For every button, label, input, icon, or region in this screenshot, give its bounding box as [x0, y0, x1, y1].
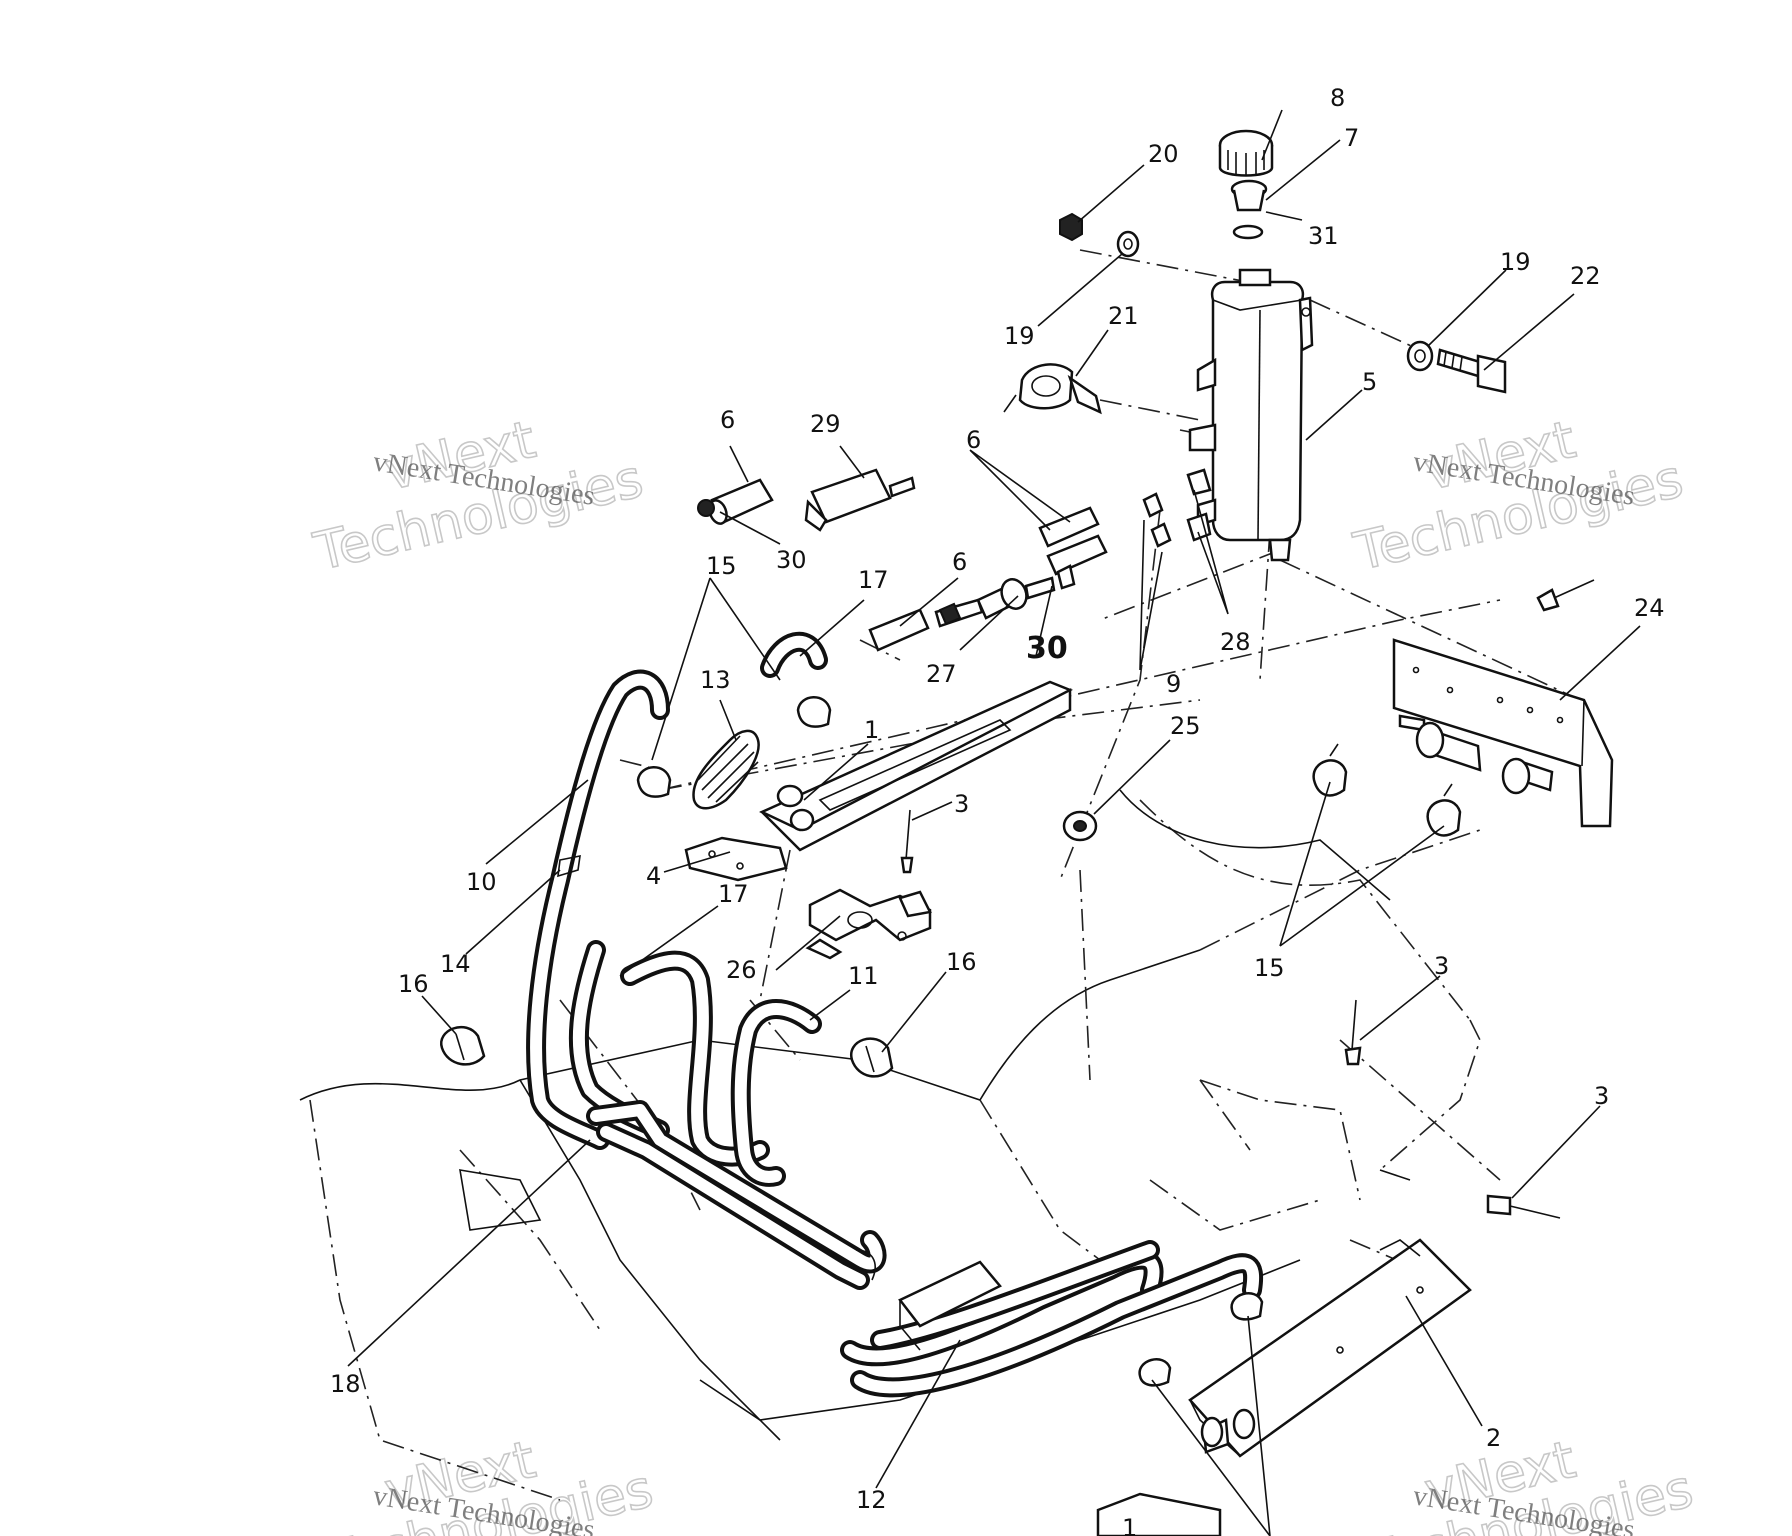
callout-9: 9	[1166, 670, 1181, 698]
rivet-3-upper	[900, 809, 914, 874]
callout-6-lower: 6	[952, 548, 967, 576]
connector-29	[804, 468, 916, 532]
callout-15-right: 15	[1254, 954, 1285, 982]
small-clamp-30	[938, 602, 962, 626]
reservoir-cap	[1218, 129, 1274, 177]
clip-lower-a	[1138, 1358, 1172, 1387]
washer-left	[1116, 230, 1140, 258]
callout-30-upper: 30	[776, 546, 807, 574]
callout-2: 2	[1486, 1424, 1501, 1452]
callout-17-upper: 17	[858, 566, 889, 594]
hose-6-upper	[708, 478, 774, 525]
leader-lines	[347, 109, 1641, 1536]
callout-7: 7	[1344, 124, 1359, 152]
callout-30-bold: 30	[1026, 631, 1068, 666]
fittings-28	[1186, 468, 1212, 542]
hose-clamp-21	[1003, 363, 1102, 415]
callout-5: 5	[1362, 368, 1377, 396]
callout-18: 18	[330, 1370, 361, 1398]
watermark-top-right: vNext Technologies vNext Technologies	[1348, 409, 1690, 583]
watermark-bottom-right: vNext Technologies vNext Technologies	[1358, 1429, 1700, 1536]
callout-12: 12	[856, 1486, 887, 1514]
callout-1-upper: 1	[864, 716, 879, 744]
watermark-top-left: vNext Technologies vNext Technologies	[308, 409, 650, 583]
cooling-tube-12	[840, 1240, 1264, 1398]
cooler-block	[759, 680, 1073, 852]
callout-28: 28	[1220, 628, 1251, 656]
clip-15-left	[636, 696, 832, 798]
callout-8: 8	[1330, 84, 1345, 112]
clip-lower-b	[1230, 1292, 1264, 1321]
hose-17-upper-elbow	[760, 631, 828, 678]
callout-15-left: 15	[706, 552, 737, 580]
push-pin-23	[1536, 579, 1595, 612]
callout-31: 31	[1308, 222, 1339, 250]
clamps-9	[1056, 492, 1172, 590]
callout-21: 21	[1108, 302, 1139, 330]
spring-13	[692, 729, 760, 810]
coolant-reservoir-tank	[1188, 268, 1314, 562]
callout-1-lower: 1	[1122, 1514, 1137, 1536]
callout-24: 24	[1634, 594, 1665, 622]
callout-16-left: 16	[398, 970, 429, 998]
callout-11: 11	[848, 962, 879, 990]
callout-3-mid: 3	[1434, 952, 1449, 980]
small-clamp-30-upper	[697, 499, 715, 517]
callout-19-right: 19	[1500, 248, 1531, 276]
washer-right	[1406, 340, 1434, 372]
callout-20: 20	[1148, 140, 1179, 168]
callout-3-lower: 3	[1594, 1082, 1609, 1110]
connector-27-valve	[934, 576, 1056, 628]
rear-heat-exchanger-plate	[1392, 638, 1614, 828]
callout-3-upper: 3	[954, 790, 969, 818]
hose-10-long	[526, 669, 670, 1150]
lower-bracket	[1096, 1492, 1222, 1536]
skid-insert	[898, 1260, 1002, 1351]
callout-26: 26	[726, 956, 757, 984]
clamp-16-center	[850, 1037, 894, 1078]
callout-6-upper: 6	[720, 406, 735, 434]
grommet-25	[1062, 810, 1098, 842]
callout-25: 25	[1170, 712, 1201, 740]
cooling-tube-18	[586, 1100, 887, 1290]
callout-17-lower: 17	[718, 880, 749, 908]
callout-29: 29	[810, 410, 841, 438]
callout-16-center: 16	[946, 948, 977, 976]
rivet-3-mid	[1344, 999, 1362, 1066]
callout-22: 22	[1570, 262, 1601, 290]
bracket-4	[684, 836, 788, 882]
clip-15-right-a	[1312, 743, 1348, 797]
bracket-26	[805, 888, 932, 960]
watermark-bottom-left: vNext Technologies vNext Technologies	[318, 1429, 660, 1536]
callout-10: 10	[466, 868, 497, 896]
hose-11	[730, 999, 822, 1187]
callout-13: 13	[700, 666, 731, 694]
clamp-16-left	[440, 1025, 486, 1066]
hose-17-lower-elbow	[620, 950, 770, 1167]
clip-15-right-b	[1426, 783, 1462, 837]
lower-heat-exchanger-rail	[1188, 1238, 1472, 1458]
callout-19-left: 19	[1004, 322, 1035, 350]
hex-nut	[1059, 212, 1083, 242]
callout-27: 27	[926, 660, 957, 688]
callout-labels: 8 7 31 20 19 19 22 21 5 6 29 6 30 15 17 …	[330, 84, 1665, 1536]
callout-6-mid: 6	[966, 426, 981, 454]
mounting-bolt	[1436, 348, 1507, 394]
hose-6-mid	[1038, 506, 1108, 576]
reservoir-neck-gasket	[1230, 179, 1268, 240]
rivet-3-lower	[1486, 1194, 1561, 1219]
hose-6-lower	[868, 608, 930, 652]
callout-14: 14	[440, 950, 471, 978]
callout-4: 4	[646, 862, 661, 890]
